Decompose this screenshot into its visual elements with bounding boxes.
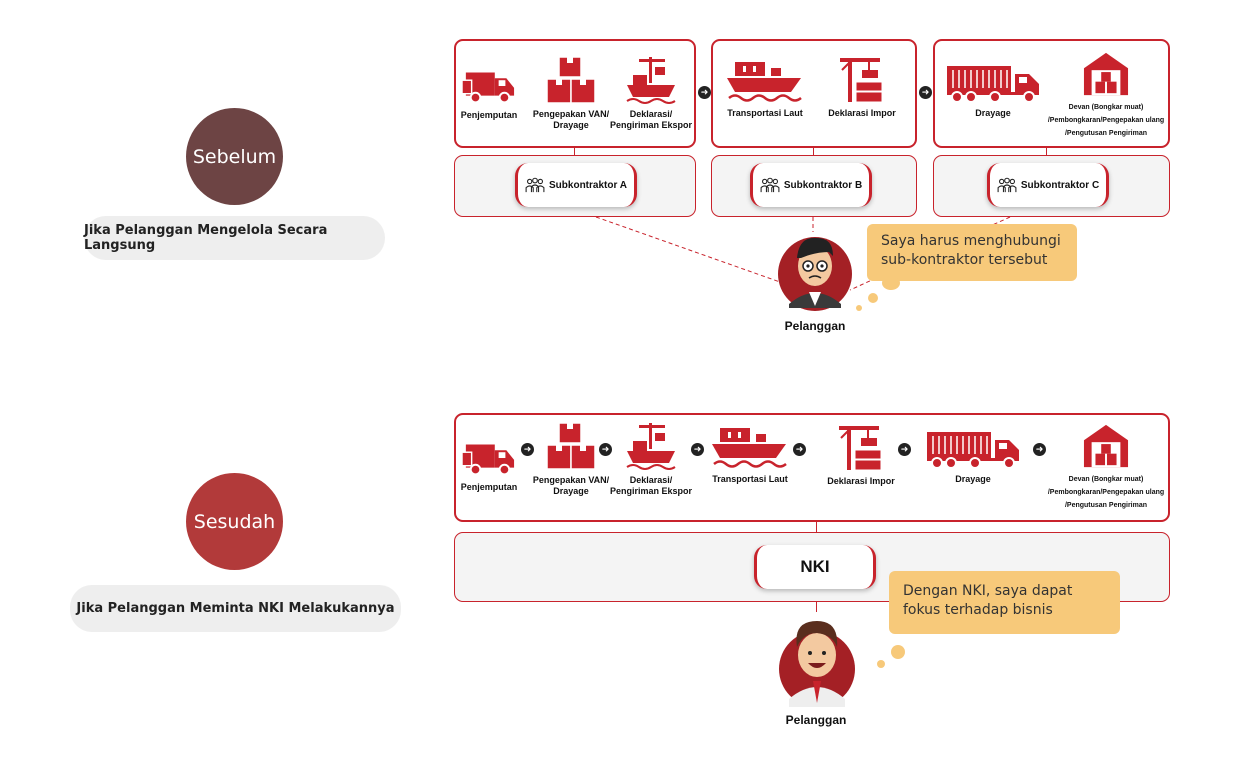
subcontractor-c: Subkontraktor C	[987, 163, 1109, 207]
step-label: /Pengutusan Pengiriman	[1064, 502, 1148, 509]
after-step-packing: Pengepakan VAN/ Drayage	[530, 421, 612, 497]
after-badge: Sesudah	[186, 473, 283, 570]
thought-dot	[856, 305, 862, 311]
connector-line	[813, 148, 814, 155]
arrow-right-icon: ➜	[919, 86, 932, 99]
subcontractor-b: Subkontraktor B	[750, 163, 872, 207]
step-label: Penjemputan	[460, 482, 518, 492]
subcontractor-label: Subkontraktor C	[1020, 179, 1100, 191]
after-step-sea: Transportasi Laut	[707, 424, 793, 485]
step-label: Deklarasi/ Pengiriman Ekspor	[609, 109, 693, 130]
crane-icon	[837, 424, 885, 472]
step-label: /Pembongkaran/Pengepakan ulang	[1047, 117, 1165, 124]
ship-crane-icon	[625, 421, 677, 471]
step-label: Devan (Bongkar muat)	[1068, 104, 1144, 111]
thought-dot	[868, 293, 878, 303]
connector-line	[574, 148, 575, 155]
before-step-sea: Transportasi Laut	[722, 58, 808, 119]
warehouse-icon	[1082, 423, 1130, 469]
step-label: Transportasi Laut	[727, 108, 803, 118]
before-step-export: Deklarasi/ Pengiriman Ekspor	[608, 55, 694, 131]
nki-provider: NKI	[754, 545, 876, 589]
arrow-right-icon: ➜	[691, 443, 704, 456]
before-step-drayage: Drayage	[944, 64, 1042, 119]
step-label: Transportasi Laut	[712, 474, 788, 484]
subcontractor-label: Subkontraktor A	[549, 179, 627, 191]
before-stage-box-2	[711, 39, 917, 148]
arrow-right-icon: ➜	[599, 443, 612, 456]
after-customer-label: Pelanggan	[785, 713, 847, 727]
after-thought-bubble: Dengan NKI, saya dapat fokus terhadap bi…	[889, 571, 1120, 634]
step-label: Deklarasi Impor	[828, 108, 896, 118]
connector-line	[816, 602, 817, 612]
arrow-right-icon: ➜	[793, 443, 806, 456]
truck-icon	[462, 438, 516, 478]
step-label: Drayage	[975, 108, 1011, 118]
step-label: /Pembongkaran/Pengepakan ulang	[1047, 489, 1165, 496]
step-label: Drayage	[955, 474, 991, 484]
arrow-right-icon: ➜	[698, 86, 711, 99]
bubble-text: Dengan NKI, saya dapat	[903, 583, 1073, 599]
before-step-pickup: Penjemputan	[456, 66, 522, 121]
arrow-right-icon: ➜	[1033, 443, 1046, 456]
bubble-text: sub-kontraktor tersebut	[881, 252, 1048, 268]
step-label: Devan (Bongkar muat)	[1068, 476, 1144, 483]
step-label: Deklarasi/ Pengiriman Ekspor	[609, 475, 693, 496]
thought-dot	[877, 660, 885, 668]
cargo-ship-icon	[712, 424, 788, 470]
subcontractor-label: Subkontraktor B	[783, 179, 863, 191]
dashed-connectors	[595, 216, 1011, 291]
arrow-right-icon: ➜	[521, 443, 534, 456]
boxes-icon	[545, 421, 597, 471]
arrow-right-icon: ➜	[898, 443, 911, 456]
subcontractor-a: Subkontraktor A	[515, 163, 637, 207]
connector-line	[816, 522, 817, 532]
step-label: Penjemputan	[460, 110, 518, 120]
connector-line	[1046, 148, 1047, 155]
before-customer-label: Pelanggan	[784, 319, 846, 333]
happy-customer-avatar	[779, 621, 855, 707]
before-step-packing: Pengepakan VAN/ Drayage	[530, 55, 612, 131]
after-step-export: Deklarasi/ Pengiriman Ekspor	[608, 421, 694, 497]
before-step-devan: Devan (Bongkar muat) /Pembongkaran/Penge…	[1044, 51, 1168, 140]
after-step-drayage: Drayage	[924, 430, 1022, 485]
thought-dot	[882, 276, 900, 290]
thought-dot	[891, 645, 905, 659]
after-step-pickup: Penjemputan	[456, 438, 522, 493]
bubble-text: Saya harus menghubungi	[881, 233, 1061, 249]
after-step-devan: Devan (Bongkar muat) /Pembongkaran/Penge…	[1044, 423, 1168, 512]
before-caption: Jika Pelanggan Mengelola Secara Langsung	[84, 216, 385, 260]
container-truck-icon	[925, 430, 1021, 470]
before-badge: Sebelum	[186, 108, 283, 205]
after-step-import: Deklarasi Impor	[820, 424, 902, 487]
step-label: /Pengutusan Pengiriman	[1064, 130, 1148, 137]
bubble-text: fokus terhadap bisnis	[903, 602, 1053, 618]
after-caption: Jika Pelanggan Meminta NKI Melakukannya	[70, 585, 401, 632]
before-thought-bubble: Saya harus menghubungi sub-kontraktor te…	[867, 224, 1077, 281]
step-label: Pengepakan VAN/ Drayage	[532, 475, 610, 496]
step-label: Pengepakan VAN/ Drayage	[532, 109, 610, 130]
worried-customer-avatar	[778, 237, 852, 311]
step-label: Deklarasi Impor	[827, 476, 895, 486]
before-step-import: Deklarasi Impor	[822, 56, 902, 119]
